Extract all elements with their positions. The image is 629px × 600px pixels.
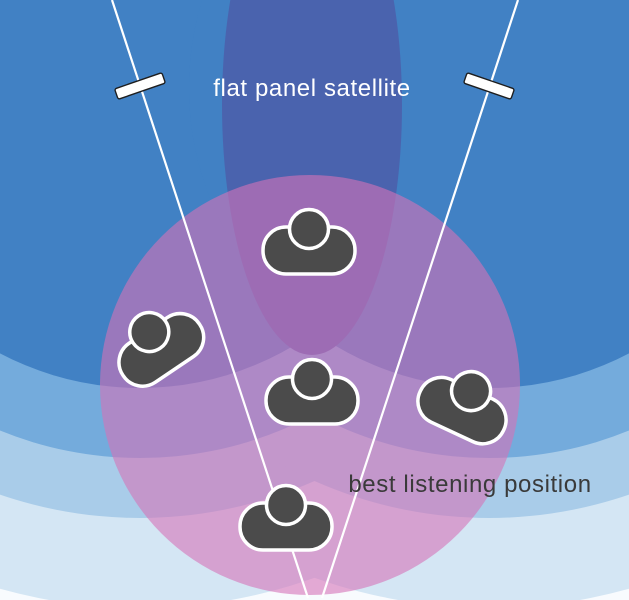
listening-position-label: best listening position	[348, 471, 591, 498]
satellite-label: flat panel satellite	[213, 75, 410, 102]
speaker-aim-line	[320, 0, 520, 599]
